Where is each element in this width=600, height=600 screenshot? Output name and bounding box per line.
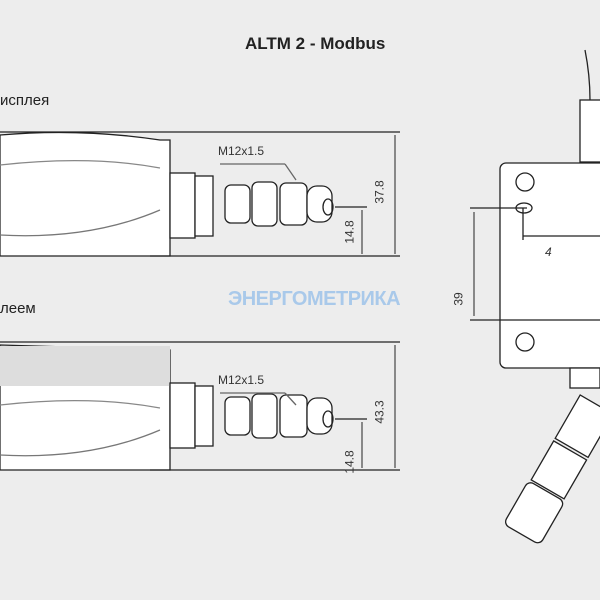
hole-spacing-dim: 39 xyxy=(451,292,466,306)
axis-dim-top: 14.8 xyxy=(342,220,357,244)
thread-label-top: M12x1.5 xyxy=(218,144,265,158)
section-label-bottom: леем xyxy=(0,300,36,317)
height-dim-top: 37.8 xyxy=(372,180,387,204)
axis-dim-bottom: 14.8 xyxy=(342,450,357,474)
bottom-side-view xyxy=(0,341,400,471)
top-side-view xyxy=(0,131,400,257)
section-label-top: исплея xyxy=(0,92,50,109)
watermark: ЭНЕРГОМЕТРИКА xyxy=(228,288,401,310)
thread-label-bottom: M12x1.5 xyxy=(218,373,265,387)
front-view xyxy=(470,49,600,544)
partial-dim: 4 xyxy=(545,245,552,259)
page-title: ALTM 2 - Modbus xyxy=(245,34,386,53)
height-dim-bottom: 43.3 xyxy=(372,400,387,424)
